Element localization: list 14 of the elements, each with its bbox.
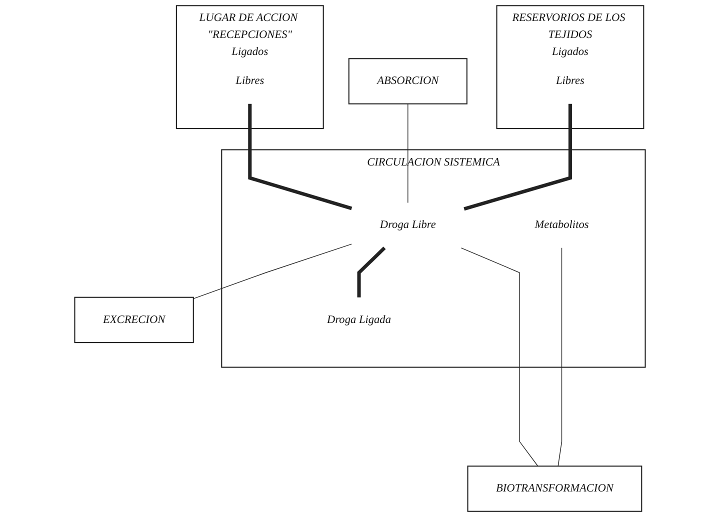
node-box: BIOTRANSFORMACION [467, 466, 642, 512]
node-text: Metabolitos [534, 218, 589, 231]
node-text: Libres [236, 74, 264, 87]
node-text: Libres [556, 74, 584, 87]
connector [460, 248, 538, 466]
connector [357, 246, 386, 298]
node-box: EXCRECION [74, 296, 194, 344]
connector [464, 104, 572, 211]
node-text: Droga Ligada [327, 314, 391, 326]
connector [558, 248, 562, 466]
connector [193, 244, 352, 299]
node-box: ABSORCION [348, 58, 468, 104]
connector [248, 104, 352, 210]
node-text: Droga Libre [380, 218, 436, 231]
